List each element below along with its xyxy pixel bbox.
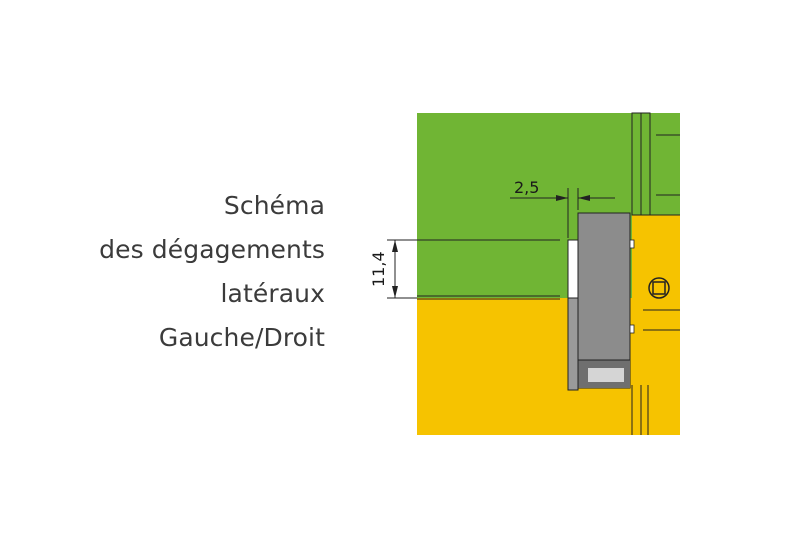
hinge-highlight [588,368,624,382]
frame-panel [632,215,680,298]
dim-v-arrow [392,286,398,298]
title-line-2: des dégagements [99,235,325,264]
lock-pin-square [652,281,666,295]
title-block: Schéma des dégagements latéraux Gauche/D… [5,184,325,360]
dim-horizontal-label: 2,5 [514,178,539,197]
dim-vertical-label: 11,4 [369,251,388,287]
lower-panel [417,298,680,435]
hinge-edge-tab [629,239,635,249]
title-line-3: latéraux [220,279,325,308]
dim-v-arrow [392,240,398,252]
hinge-edge-tab [629,324,635,334]
hinge-side-gap [567,239,579,299]
title-line-4: Gauche/Droit [158,323,325,352]
dim-h-arrow [556,195,568,201]
lock-pin-circle [648,277,670,299]
title-line-1: Schéma [223,191,325,220]
dim-h-arrow [578,195,590,201]
